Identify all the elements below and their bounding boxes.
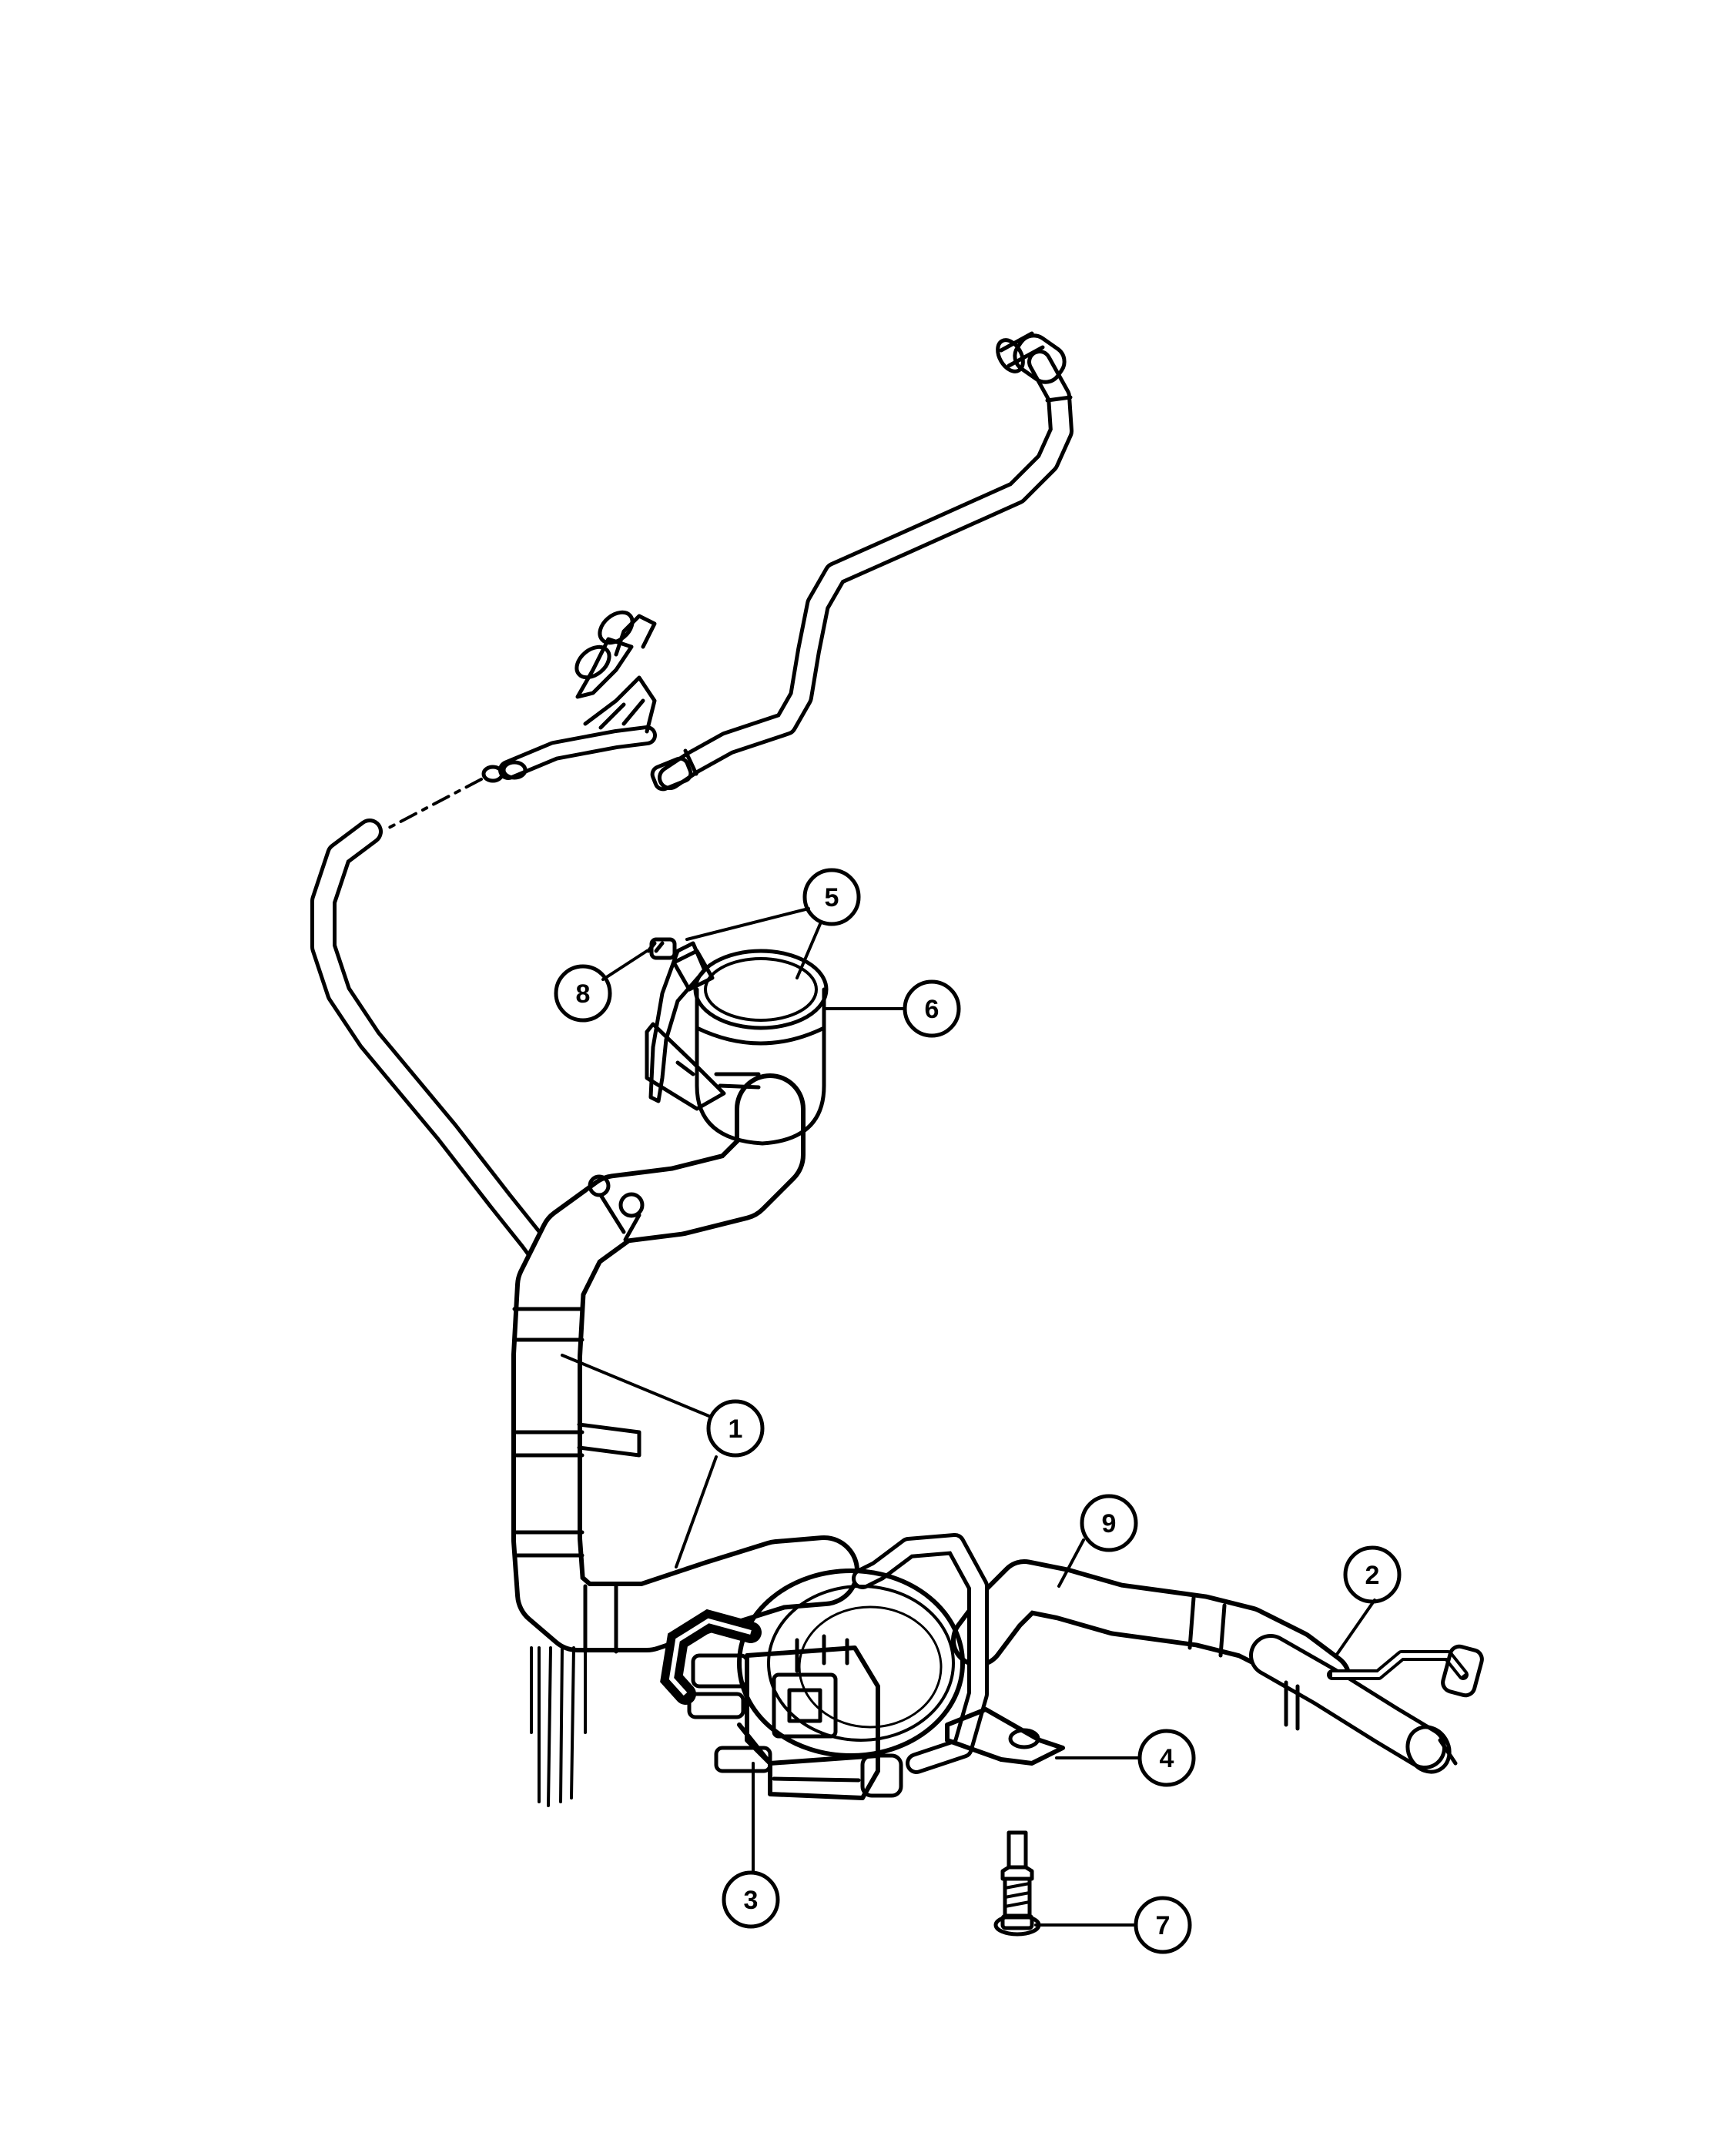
callout-9-label: 9 <box>1102 1509 1117 1538</box>
callout-3: 3 <box>722 1870 780 1929</box>
callout-6-label: 6 <box>925 995 940 1024</box>
callout-2: 2 <box>1343 1545 1402 1604</box>
callout-8-label: 8 <box>576 979 591 1009</box>
callout-4: 4 <box>1137 1729 1196 1787</box>
callout-6: 6 <box>903 979 961 1038</box>
vent-hose-left <box>310 819 561 1276</box>
main-hose-assembly <box>511 1073 859 1807</box>
bolt <box>993 1830 1041 1937</box>
callout-7: 7 <box>1134 1896 1192 1954</box>
callout-7-label: 7 <box>1156 1911 1171 1940</box>
callout-1: 1 <box>706 1399 765 1458</box>
callout-5-label: 5 <box>825 883 839 912</box>
callout-4-label: 4 <box>1160 1744 1174 1773</box>
callout-2-label: 2 <box>1365 1561 1380 1590</box>
purge-pump-assembly <box>660 1533 1065 1800</box>
callout-5: 5 <box>802 868 861 926</box>
callout-9: 9 <box>1080 1494 1138 1552</box>
callout-8: 8 <box>554 964 612 1023</box>
callout-3-label: 3 <box>744 1886 759 1915</box>
upper-connector-assembly <box>387 610 657 829</box>
right-hose-assembly <box>951 1559 1484 1774</box>
callout-1-label: 1 <box>729 1414 743 1444</box>
vapor-canister-assembly <box>645 937 829 1146</box>
leader-lines <box>561 907 1376 1927</box>
upper-vapor-tube <box>650 331 1074 792</box>
